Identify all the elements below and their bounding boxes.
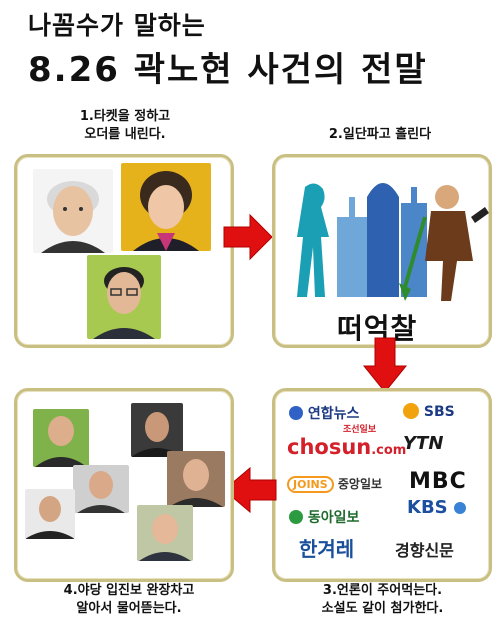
logo-joongang: JOINS 중앙일보 xyxy=(287,475,382,493)
step-4-panel xyxy=(14,388,234,582)
title-line-2: 8.26 곽노현 사건의 전말 xyxy=(28,50,428,90)
portrait-photo-1 xyxy=(33,169,113,253)
portrait-photo-8 xyxy=(25,489,75,539)
donga-icon xyxy=(289,510,303,524)
chosun-label: chosun xyxy=(287,435,372,459)
step-4-caption-line-1: 4.야당 입진보 완장차고 xyxy=(63,583,195,598)
portrait-photo-4 xyxy=(33,409,89,467)
step-1-caption: 1.타켓을 정하고 오더를 내린다. xyxy=(50,108,200,144)
portrait-photo-2 xyxy=(121,163,211,251)
logo-donga: 동아일보 xyxy=(289,507,359,527)
step-3-caption: 3.언론이 주어먹는다. 소설도 같이 첨가한다. xyxy=(270,582,495,618)
step-1-caption-line-2: 오더를 내린다. xyxy=(84,127,166,142)
kbs-icon xyxy=(453,502,466,514)
portrait-photo-3 xyxy=(87,255,161,339)
logo-sbs: SBS xyxy=(403,403,455,420)
kyunghyang-label: 경향신문 xyxy=(395,541,454,560)
step-3-caption-line-1: 3.언론이 주어먹는다. xyxy=(322,583,443,598)
bottles-and-samurai-illustration xyxy=(297,183,489,301)
joins-label: JOINS xyxy=(287,476,334,493)
yonhap-label: 연합뉴스 xyxy=(307,406,360,422)
logo-kyunghyang: 경향신문 xyxy=(395,537,454,561)
portrait-photo-5 xyxy=(131,403,183,457)
joongang-label: 중앙일보 xyxy=(337,477,383,491)
portrait-photo-9 xyxy=(137,505,193,561)
step-3-panel: 연합뉴스 SBS 조선일보 chosun.com YTN JOINS 중앙일보 … xyxy=(272,388,492,582)
kbs-label: KBS xyxy=(407,497,448,518)
step-2-caption: 2.일단파고 흘린다 xyxy=(290,126,470,144)
sbs-icon xyxy=(403,403,419,419)
yonhap-icon xyxy=(289,406,303,420)
portrait-photo-6 xyxy=(73,465,129,513)
arrow-right xyxy=(223,213,273,261)
mbc-label: MBC xyxy=(409,469,467,494)
logo-ytn: YTN xyxy=(403,433,443,454)
logo-hankyoreh: 한겨레 xyxy=(299,533,354,562)
step-1-caption-line-1: 1.타켓을 정하고 xyxy=(79,109,171,124)
donga-label: 동아일보 xyxy=(307,510,360,526)
chosun-small-label: 조선일보 xyxy=(343,425,377,435)
logo-yonhap: 연합뉴스 xyxy=(289,403,359,423)
arrow-down xyxy=(362,337,408,393)
step-2-panel: 떠억찰 xyxy=(272,154,492,348)
logo-chosun: 조선일보 chosun.com xyxy=(287,425,406,459)
logo-mbc: MBC xyxy=(409,469,467,494)
arrow-left xyxy=(223,466,277,514)
step-2-caption-line-1: 2.일단파고 흘린다 xyxy=(328,127,432,142)
chosun-com-label: .com xyxy=(371,443,407,458)
logo-kbs: KBS xyxy=(407,497,466,518)
step-4-caption-line-2: 알아서 물어뜯는다. xyxy=(76,601,182,616)
portrait-photo-7 xyxy=(167,451,225,507)
step-4-caption: 4.야당 입진보 완장차고 알아서 물어뜯는다. xyxy=(14,582,244,618)
sbs-label: SBS xyxy=(423,404,455,420)
ytn-label: YTN xyxy=(403,433,444,454)
title-line-1: 나꼼수가 말하는 xyxy=(28,11,206,40)
hankyoreh-label: 한겨레 xyxy=(299,537,355,561)
step-3-caption-line-2: 소설도 같이 첨가한다. xyxy=(321,601,444,616)
step-1-panel xyxy=(14,154,234,348)
